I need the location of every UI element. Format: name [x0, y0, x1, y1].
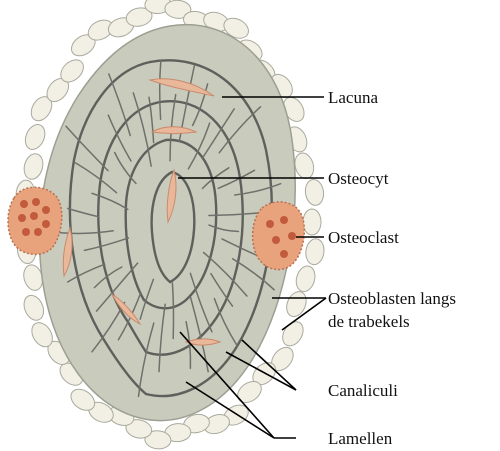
canaliculus [171, 282, 175, 340]
leader-canaliculi-b [225, 351, 297, 391]
canaliculus [191, 83, 209, 127]
osteoblast-cell [305, 238, 325, 266]
osteoblast-cell [125, 419, 153, 439]
canaliculus [148, 96, 155, 144]
osteoblast-cell [23, 153, 44, 180]
canaliculus [202, 251, 248, 297]
osteoblast-cell [23, 294, 45, 321]
label-osteoclast: Osteoclast [328, 228, 399, 247]
label-canaliculi: Canaliculi [328, 381, 398, 400]
osteoblast-cell [302, 208, 322, 236]
leader-canaliculi-a [241, 339, 297, 391]
canaliculus [108, 73, 131, 137]
canaliculus [139, 278, 155, 320]
osteoblast-cell [24, 124, 46, 150]
label-lamellen: Lamellen [328, 429, 393, 448]
canaliculus [187, 122, 211, 170]
canaliculus [59, 230, 114, 235]
osteocyte [184, 338, 222, 346]
canaliculus [213, 297, 238, 347]
canaliculus [217, 169, 256, 190]
label-osteoblasten-line2: de trabekels [328, 312, 410, 331]
label-osteoblasten-line1: Osteoblasten langs [328, 289, 456, 308]
osteoblast-cell [282, 321, 304, 347]
osteoclast-right [251, 201, 306, 271]
leader-lamellen-b [185, 381, 275, 439]
canaliculi-network [59, 60, 282, 398]
canaliculus [91, 192, 129, 211]
canaliculus [66, 263, 106, 283]
osteoblast-cell [286, 291, 307, 318]
canaliculus [113, 151, 137, 185]
osteoblast-cell [164, 0, 192, 19]
canaliculus [189, 272, 213, 333]
canaliculus [74, 162, 118, 194]
canaliculus [178, 64, 196, 143]
osteoblast-cell [304, 178, 325, 206]
canaliculus [107, 114, 132, 162]
osteoblast-cell [31, 322, 53, 348]
canaliculus [158, 303, 166, 373]
osteoblast-cell [125, 7, 153, 27]
leader-osteoblasten-b [281, 297, 327, 331]
canaliculus [231, 258, 275, 291]
osteoclast-left [7, 186, 63, 256]
canaliculus [67, 207, 100, 218]
bone-matrix [38, 24, 296, 422]
osteocyte [110, 292, 142, 326]
leader-lamellen-a [179, 331, 275, 439]
leader-lines [178, 96, 327, 439]
osteoblast-cell [295, 265, 316, 293]
canaliculus [201, 108, 235, 159]
canaliculus [137, 322, 155, 398]
osteocytes [62, 78, 222, 346]
canaliculus [93, 266, 123, 289]
osteoblast-cell [70, 388, 96, 411]
canaliculus [208, 211, 262, 217]
canaliculus [234, 182, 282, 196]
osteoblast-cell [60, 59, 84, 83]
canaliculus [218, 106, 262, 154]
canaliculus [189, 296, 209, 373]
osteocyte [166, 168, 177, 224]
canaliculus [208, 224, 240, 233]
canaliculus [210, 272, 234, 307]
canaliculus [132, 92, 152, 167]
osteocyte [150, 126, 198, 134]
canaliculus [158, 60, 162, 121]
osteocyte [62, 226, 73, 278]
canaliculus [185, 320, 192, 370]
canaliculus [95, 262, 139, 312]
canaliculus [65, 125, 109, 172]
canaliculus [83, 237, 130, 252]
osteoblast-cell [144, 430, 172, 450]
label-lacuna: Lacuna [328, 88, 378, 107]
osteocyte-lacuna [148, 78, 215, 97]
label-osteocyt: Osteocyt [328, 169, 389, 188]
